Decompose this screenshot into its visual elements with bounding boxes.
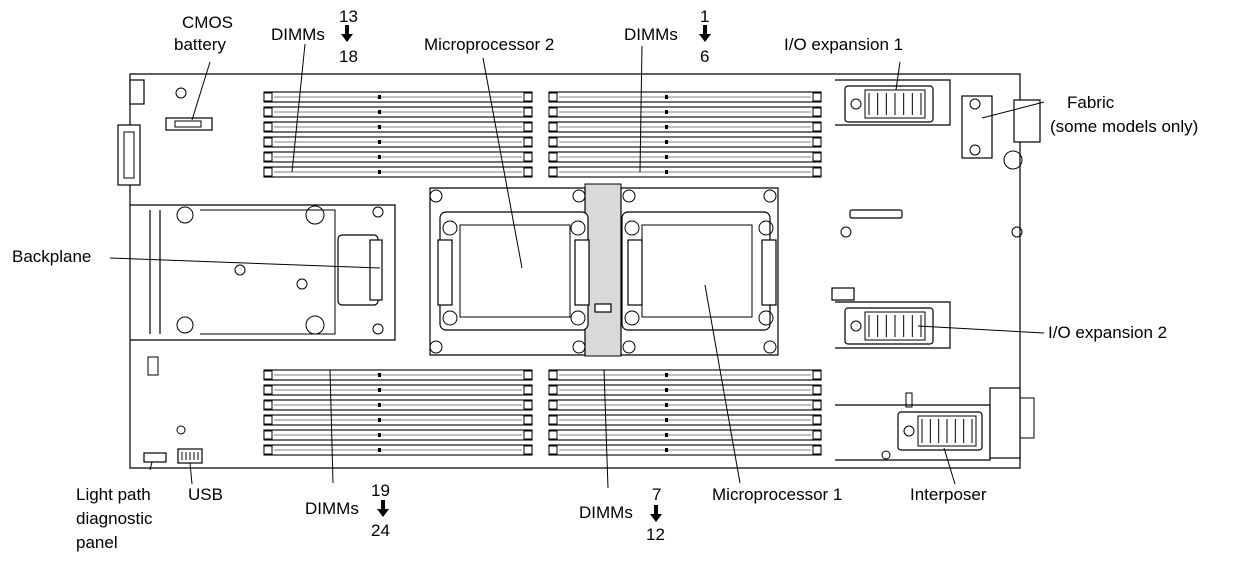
center-strip-clip [594, 303, 612, 313]
microprocessor-2-label: Microprocessor 2 [424, 35, 554, 54]
dimms-1-6-bottom: 6 [700, 47, 709, 66]
dimms-19-24-word: DIMMs [305, 499, 359, 518]
dimms-13-18-top: 13 [339, 7, 358, 26]
io-expansion-1-connector [835, 79, 951, 126]
cmos-battery-cell [174, 120, 202, 128]
dimms-7-12-top: 7 [652, 485, 661, 504]
dimm-bank-13-18 [263, 91, 533, 178]
microprocessor-2-socket [429, 187, 590, 356]
fabric-label-2: (some models only) [1050, 117, 1198, 136]
io-expansion-1-label: I/O expansion 1 [784, 35, 903, 54]
io-expansion-2-connector [835, 301, 951, 349]
center-strip [584, 183, 622, 357]
microprocessor-1-socket [620, 187, 779, 356]
cmos-battery-holder [165, 117, 213, 131]
cmos-battery-label: CMOS [182, 13, 233, 32]
interposer-label: Interposer [910, 485, 987, 504]
dimm-bank-7-12 [548, 369, 822, 456]
dimms-1-6-top: 1 [700, 7, 709, 26]
dimms-13-18-bottom: 18 [339, 47, 358, 66]
fabric-label: Fabric [1067, 93, 1115, 112]
light-path-label-2: diagnostic [76, 509, 153, 528]
right-misc [831, 209, 1023, 460]
backplane-label: Backplane [12, 247, 91, 266]
dimm-bank-19-24 [263, 369, 533, 456]
light-path-panel [143, 356, 167, 463]
dimms-7-12-word: DIMMs [579, 503, 633, 522]
microprocessor-1-label: Microprocessor 1 [712, 485, 842, 504]
arrow-icon [341, 25, 711, 522]
interposer-connector [835, 387, 1035, 461]
board-screw [176, 425, 186, 435]
left-connectors [117, 79, 187, 186]
leader-lines [109, 43, 1045, 489]
cmos-battery-label-2: battery [174, 35, 226, 54]
backplane [130, 204, 396, 341]
light-path-label-3: panel [76, 533, 118, 552]
dimms-13-18-word: DIMMs [271, 25, 325, 44]
usb-connector [177, 448, 203, 464]
dimms-7-12-bottom: 12 [646, 525, 665, 544]
dimms-19-24-top: 19 [371, 481, 390, 500]
io-expansion-2-label: I/O expansion 2 [1048, 323, 1167, 342]
board-outline [129, 73, 1021, 469]
fabric-connector [961, 95, 1041, 170]
dimm-bank-1-6 [548, 91, 822, 178]
usb-label: USB [188, 485, 223, 504]
light-path-label: Light path [76, 485, 151, 504]
dimms-1-6-word: DIMMs [624, 25, 678, 44]
dimms-19-24-bottom: 24 [371, 521, 390, 540]
